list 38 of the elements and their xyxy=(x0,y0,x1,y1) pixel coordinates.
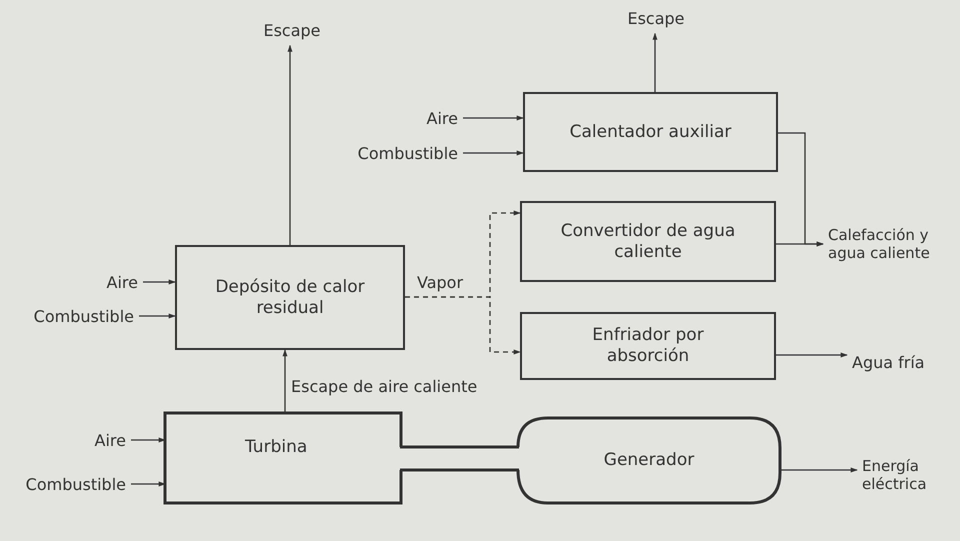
input-label: Aire xyxy=(426,108,458,128)
arrow xyxy=(776,242,824,246)
arrow xyxy=(288,44,292,245)
process-box xyxy=(520,312,776,380)
input-label: Aire xyxy=(106,272,138,292)
arrow xyxy=(780,468,858,472)
process-box xyxy=(523,92,778,172)
box-label: Enfriador por absorción xyxy=(591,325,705,367)
output-label: Agua fría xyxy=(852,352,925,372)
input-label: Combustible xyxy=(358,142,458,164)
box-label: Generador xyxy=(604,450,694,471)
input-label: Combustible xyxy=(26,474,126,494)
arrow xyxy=(282,349,288,413)
box-label: Depósito de calor residual xyxy=(214,276,366,318)
output-label: Escape xyxy=(627,8,685,28)
edge-label: Vapor xyxy=(417,273,464,292)
process-box xyxy=(175,245,405,350)
turbine-outline xyxy=(165,413,401,503)
input-label: Combustible xyxy=(34,306,134,326)
arrow xyxy=(463,116,524,120)
arrow xyxy=(139,314,176,318)
arrow xyxy=(131,482,166,486)
generator-outline xyxy=(518,418,780,503)
box-label: Convertidor de agua caliente xyxy=(560,220,736,262)
output-label: Calefacción y agua caliente xyxy=(828,226,931,262)
output-label: Energía eléctrica xyxy=(862,457,928,493)
box-label: Calentador auxiliar xyxy=(570,122,732,142)
edge-label: Escape de aire caliente xyxy=(291,377,478,396)
input-label: Aire xyxy=(94,430,126,450)
arrow xyxy=(776,352,848,358)
box-label: Turbina xyxy=(245,437,308,458)
arrow xyxy=(652,32,658,92)
output-label: Escape xyxy=(263,20,321,40)
arrow xyxy=(463,150,524,156)
dashed-arrow xyxy=(405,296,521,354)
arrow xyxy=(143,280,176,284)
arrow xyxy=(131,438,166,442)
process-box xyxy=(520,201,776,282)
